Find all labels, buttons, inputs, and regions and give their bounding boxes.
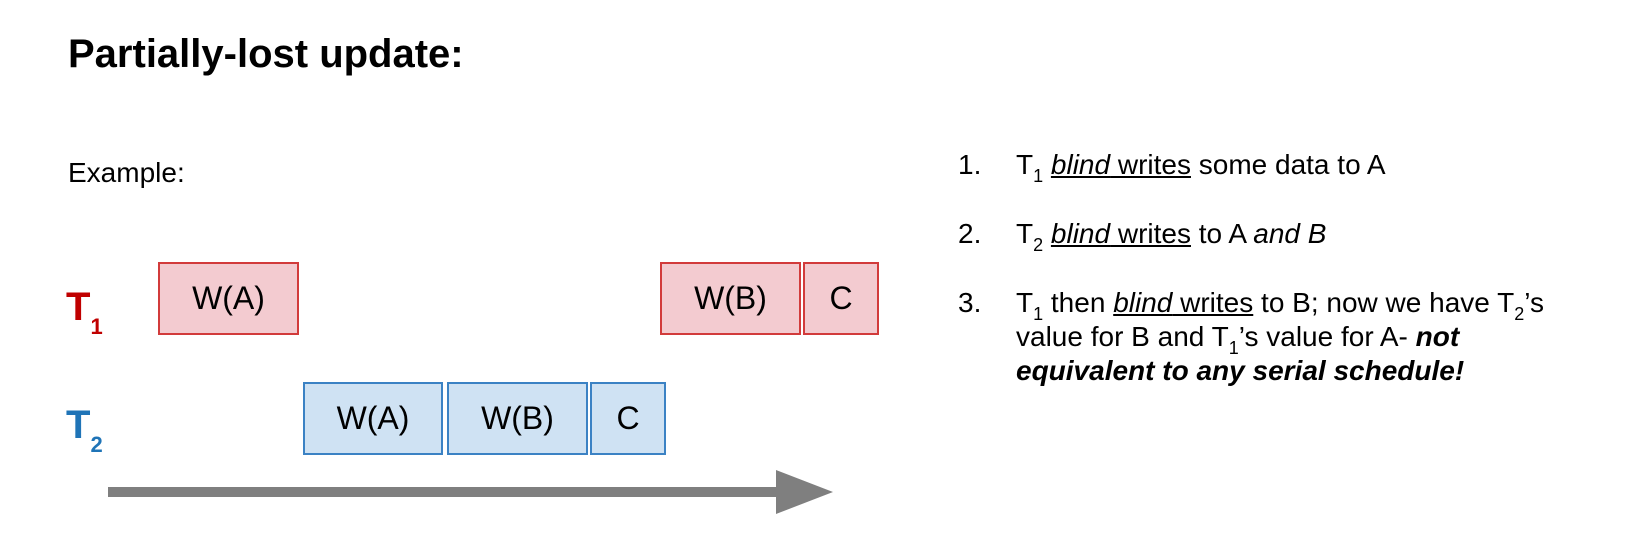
t1-commit-box: C [803, 262, 879, 335]
timeline-arrow-icon [108, 470, 833, 514]
transaction-ref: T2 [1497, 287, 1525, 324]
transaction-t1-label: T1 [66, 285, 103, 338]
transaction-t2-label: T2 [66, 403, 103, 456]
t1-write-a-box: W(A) [158, 262, 299, 335]
t1-write-b-box: W(B) [660, 262, 801, 335]
t2-subscript: 2 [90, 432, 103, 457]
t1-letter: T [66, 285, 91, 329]
transaction-ref: T1 [1016, 149, 1044, 186]
blind-writes-phrase: blind writes [1050, 218, 1191, 249]
explanation-list: 1. T1 blind writes some data to A 2. T2 … [958, 148, 1578, 423]
transaction-ref: T1 [1016, 287, 1044, 324]
list-item: 1. T1 blind writes some data to A [958, 148, 1578, 186]
t2-write-b-box: W(B) [447, 382, 588, 455]
note-text: to A [1190, 218, 1254, 249]
note-emphasis: and B [1253, 218, 1327, 249]
slide-title: Partially-lost update: [68, 32, 464, 76]
list-number: 3. [958, 287, 982, 318]
list-item: 2. T2 blind writes to A and B [958, 217, 1578, 255]
blind-writes-phrase: blind writes [1113, 287, 1254, 318]
transaction-ref: T2 [1016, 218, 1044, 255]
note-text: ’s value for A- [1238, 321, 1416, 352]
list-number: 1. [958, 149, 982, 180]
note-text: ’s value for B and [1016, 287, 1544, 352]
example-label: Example: [68, 157, 185, 188]
conclusion-emphasis: not equivalent to any serial schedule! [1016, 321, 1465, 386]
list-number: 2. [958, 218, 982, 249]
transaction-ref: T1 [1211, 321, 1239, 358]
t2-commit-box: C [590, 382, 666, 455]
t2-letter: T [66, 403, 91, 447]
note-text: to B; now we have [1253, 287, 1498, 318]
t2-write-a-box: W(A) [303, 382, 443, 455]
note-text: some data to A [1190, 149, 1386, 180]
blind-writes-phrase: blind writes [1050, 149, 1191, 180]
note-text: then [1043, 287, 1114, 318]
t1-subscript: 1 [90, 314, 103, 339]
list-item: 3. T1 then blind writes to B; now we hav… [958, 286, 1578, 388]
